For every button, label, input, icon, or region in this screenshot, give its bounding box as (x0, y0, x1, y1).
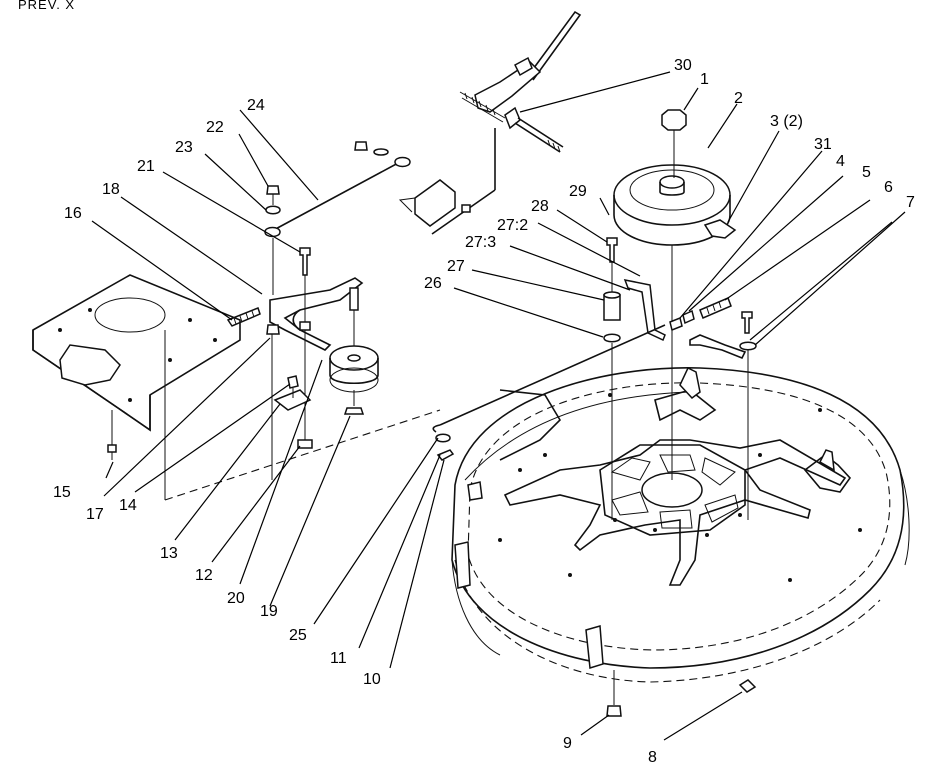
callout-17: 17 (86, 506, 104, 523)
callout-16: 16 (64, 205, 82, 222)
callout-5: 5 (862, 164, 871, 181)
header-text: PREV. X (18, 0, 75, 12)
callout-26: 26 (424, 275, 442, 292)
callout-22: 22 (206, 119, 224, 136)
callout-7: 7 (906, 194, 915, 211)
callout-20: 20 (227, 590, 245, 607)
callout-13: 13 (160, 545, 178, 562)
callout-8: 8 (648, 749, 657, 766)
mower-deck (451, 366, 910, 683)
deck-hardware (606, 670, 757, 717)
callout-27-2: 27:2 (497, 217, 528, 234)
callout-labels: 30 1 2 3 (2) 31 4 5 6 7 29 28 27:2 27:3 … (53, 57, 915, 766)
callout-30: 30 (674, 57, 692, 74)
callout-31: 31 (814, 136, 832, 153)
leader-lines (91, 71, 906, 741)
callout-6: 6 (884, 179, 893, 196)
callout-23: 23 (175, 139, 193, 156)
callout-19: 19 (260, 603, 278, 620)
callout-15: 15 (53, 484, 71, 501)
belt-guide-assembly (432, 237, 757, 520)
callout-14: 14 (119, 497, 137, 514)
callout-21: 21 (137, 158, 155, 175)
callout-2: 2 (734, 90, 743, 107)
callout-3: 3 (2) (770, 113, 803, 130)
callout-4: 4 (836, 153, 845, 170)
idler-arm-assembly (226, 247, 379, 480)
callout-1: 1 (700, 71, 709, 88)
callout-9: 9 (563, 735, 572, 752)
callout-29: 29 (569, 183, 587, 200)
callout-18: 18 (102, 181, 120, 198)
callout-28: 28 (531, 198, 549, 215)
mounting-plate (32, 274, 441, 501)
callout-27: 27 (447, 258, 465, 275)
callout-11: 11 (330, 650, 347, 667)
callout-12: 12 (195, 567, 213, 584)
callout-25: 25 (289, 627, 307, 644)
callout-24: 24 (247, 97, 265, 114)
control-linkage (264, 10, 582, 295)
callout-27-3: 27:3 (465, 234, 496, 251)
spindle-pulley (613, 109, 737, 480)
callout-10: 10 (363, 671, 381, 688)
